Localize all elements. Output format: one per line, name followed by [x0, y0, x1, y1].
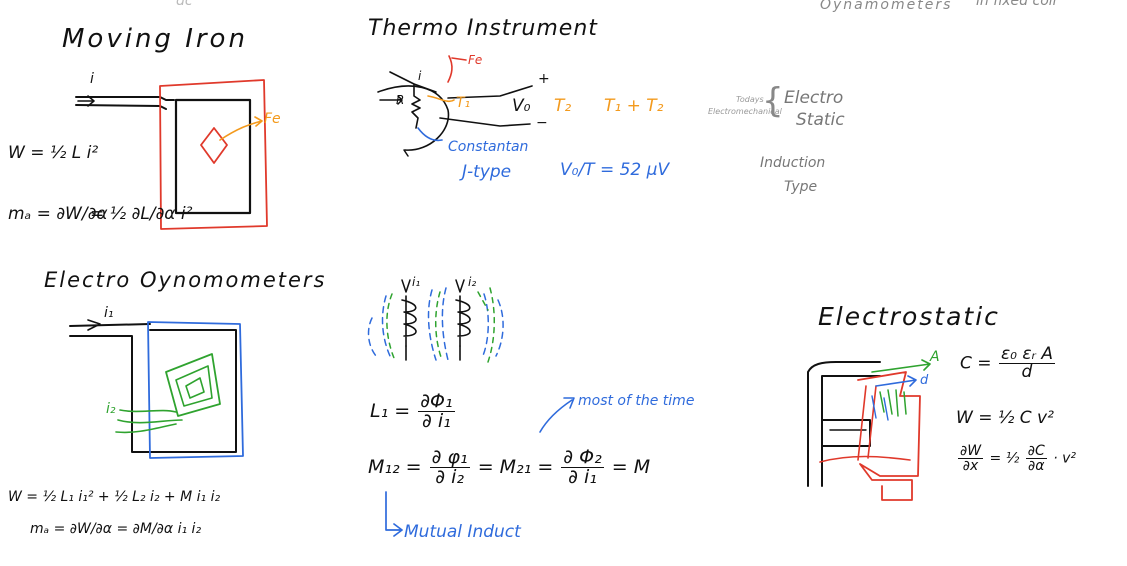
mutual-coils-sketch — [367, 279, 575, 537]
moving-iron-title: Moving Iron — [62, 24, 248, 54]
thermo-ratio-label: V₀/T = 52 μV — [560, 160, 670, 180]
mutual-m21-den: ∂ i₁ — [568, 466, 597, 488]
moving-iron-fe-label: Fe — [264, 111, 281, 127]
thermo-i-label: i — [418, 69, 422, 83]
moving-iron-sketch — [75, 79, 268, 230]
electrodyn-title: Electro Oynomometers — [44, 268, 327, 292]
electrostatic-d-label: d — [920, 373, 929, 388]
electrostatic-cap-eq: C = ε₀ εᵣ A d — [960, 346, 1057, 381]
electrostatic-title: Electrostatic — [818, 302, 1000, 331]
mutual-l1-eq: L₁ = ∂Φ₁ ∂ i₁ — [370, 392, 457, 431]
electrostatic-torque-lhs-den: ∂x — [962, 458, 979, 474]
types-today-small: Todays — [736, 95, 764, 104]
thermo-v0-label: V₀ — [512, 96, 531, 116]
electrostatic-sketch — [807, 359, 931, 501]
electrostatic-cap-fraction: ε₀ εᵣ A d — [998, 344, 1055, 382]
electrostatic-torque-end: · v² — [1053, 450, 1077, 467]
electrostatic-torque-num: ∂C — [1025, 443, 1047, 459]
thermo-jtype-label: J-type — [462, 162, 512, 182]
mutual-m21-fraction: ∂ Φ₂ ∂ i₁ — [561, 446, 604, 488]
types-type-label: Type — [784, 179, 818, 195]
mutual-m12-num: ∂ φ₁ — [429, 446, 470, 468]
mutual-induct-label: Mutual Induct — [404, 522, 521, 542]
moving-iron-torque-rhs: = ½ ∂L/∂α i² — [90, 204, 193, 224]
mutual-m12-den: ∂ i₂ — [435, 466, 465, 488]
moving-iron-current-label: i — [90, 71, 94, 87]
top-fragment-right-a: Oynamometers — [820, 0, 953, 13]
mutual-i2-label: i₂ — [468, 275, 477, 289]
mutual-l1-lhs: L₁ = — [370, 400, 411, 422]
types-brace: { — [762, 81, 784, 121]
types-static-label: Static — [796, 110, 845, 130]
electrostatic-torque-eq: ∂W ∂x = ½ ∂C ∂α · v² — [956, 444, 1076, 473]
mutual-l1-num: ∂Φ₁ — [418, 390, 455, 412]
thermo-t1-label: T₁ — [456, 95, 471, 111]
thermo-r-label: R — [396, 93, 405, 107]
electrostatic-a-label: A — [930, 349, 940, 365]
electrostatic-cap-den: d — [1021, 362, 1033, 382]
types-electro-small: Electromechanical — [708, 107, 782, 116]
moving-iron-energy-eq: W = ½ L i² — [8, 143, 99, 163]
electrostatic-cap-lhs: C = — [960, 353, 992, 374]
types-electro-label: Electro — [784, 88, 844, 108]
mutual-m21-label: = M₂₁ = — [477, 456, 554, 478]
mutual-m21-num: ∂ Φ₂ — [561, 446, 604, 468]
moving-iron-torque-lhs: mₐ = ∂W/∂α — [8, 204, 108, 224]
thermo-sketch — [377, 55, 533, 157]
electrodyn-i2-label: i₂ — [106, 401, 116, 417]
mutual-l1-fraction: ∂Φ₁ ∂ i₁ — [418, 390, 455, 432]
mutual-m12-lhs: M₁₂ = — [368, 456, 422, 478]
electrostatic-torque-mid: = ½ — [989, 450, 1020, 467]
thermo-constantan-label: Constantan — [448, 139, 529, 155]
electrodyn-i1-label: i₁ — [104, 305, 114, 321]
thermo-plus-label: + — [538, 71, 550, 87]
types-induction-label: Induction — [760, 155, 826, 171]
thermo-t2-label: T₂ — [554, 96, 572, 116]
electrodynamometer-sketch — [69, 319, 244, 459]
thermo-title: Thermo Instrument — [368, 16, 598, 41]
thermo-tsum-label: T₁ + T₂ — [604, 96, 664, 116]
electrostatic-torque-lhs-num: ∂W — [958, 443, 984, 459]
mutual-note: most of the time — [578, 393, 695, 409]
mutual-m-end: = M — [611, 456, 651, 478]
mutual-i1-label: i₁ — [412, 275, 421, 289]
thermo-fe-label: Fe — [468, 53, 483, 67]
electrodyn-torque-eq: mₐ = ∂W/∂α = ∂M/∂α i₁ i₂ — [30, 521, 202, 537]
electrostatic-energy-eq: W = ½ C v² — [956, 408, 1054, 428]
electrostatic-torque-fraction: ∂C ∂α — [1025, 443, 1047, 474]
electrodyn-energy-eq: W = ½ L₁ i₁² + ½ L₂ i₂ + M i₁ i₂ — [8, 489, 221, 505]
electrostatic-torque-den: ∂α — [1028, 458, 1045, 474]
mutual-l1-den: ∂ i₁ — [422, 410, 451, 432]
electrostatic-torque-lhs-fraction: ∂W ∂x — [958, 443, 984, 474]
top-fragment-left: dc — [176, 0, 193, 9]
top-fragment-right-b: in fixed coil — [976, 0, 1057, 9]
mutual-m12-fraction: ∂ φ₁ ∂ i₂ — [429, 446, 470, 488]
mutual-m12-eq: M₁₂ = ∂ φ₁ ∂ i₂ = M₂₁ = ∂ Φ₂ ∂ i₁ = M — [368, 448, 650, 487]
thermo-minus-label: − — [536, 115, 548, 131]
electrostatic-cap-num: ε₀ εᵣ A — [998, 344, 1055, 364]
